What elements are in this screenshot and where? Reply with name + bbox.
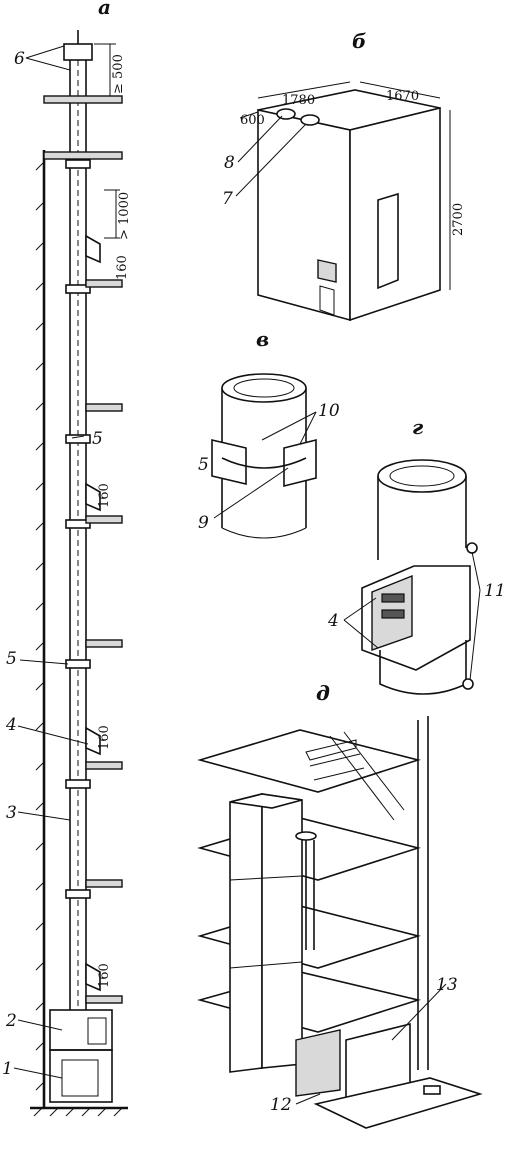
section-label-d: д <box>316 681 330 705</box>
loading-valves <box>85 234 101 992</box>
section-label-b: б <box>352 29 366 53</box>
leader-lines-a <box>13 45 89 1079</box>
callout-12: 12 <box>270 1095 292 1115</box>
dim-floor-gap-4: 160 <box>97 963 112 988</box>
deflector-cap <box>63 43 93 61</box>
ground-hatching <box>33 1107 123 1117</box>
section-g-loading-valve: г 11 4 <box>327 415 506 695</box>
dimension-lines-a <box>94 43 120 239</box>
dim-depth-1670: 1670 <box>386 89 419 104</box>
callout-4-valve-detail: 4 <box>327 611 339 631</box>
callout-1-room: 1 <box>2 1059 13 1079</box>
section-label-v: в <box>256 327 269 351</box>
dim-top-clearance: ≥ 500 <box>111 54 126 94</box>
dim-width-1780: 1780 <box>282 93 315 108</box>
section-label-a: а <box>98 0 111 19</box>
callout-5-collar: 5 <box>198 455 209 475</box>
callout-6: 6 <box>14 49 25 69</box>
callout-3-trunk: 3 <box>6 803 17 823</box>
dim-floor-gap-1: 160 <box>115 255 130 280</box>
callout-4-valve: 4 <box>5 715 17 735</box>
dim-floor-gap-2: 160 <box>97 483 112 508</box>
callout-11: 11 <box>484 581 506 601</box>
section-v-pipe-collar: в 10 5 9 <box>198 327 340 539</box>
section-b-volume-block: б 600 1780 1670 2700 8 7 <box>222 29 466 322</box>
callout-13: 13 <box>436 975 458 995</box>
collection-room <box>49 1049 113 1103</box>
section-a-elevation: а <box>2 0 132 1117</box>
callout-5-upper: 5 <box>92 429 103 449</box>
callout-2-bunker: 2 <box>5 1011 17 1031</box>
section-label-g: г <box>412 415 424 439</box>
callout-7: 7 <box>222 189 233 209</box>
dim-width-600: 600 <box>240 113 265 128</box>
wall-hatching <box>35 161 45 1091</box>
dim-hatch-clearance: > 1000 <box>117 192 132 240</box>
floor-slabs <box>43 95 123 1004</box>
callout-9: 9 <box>198 513 209 533</box>
section-d-building-cutaway: д 13 12 <box>196 681 483 1129</box>
dim-height-2700: 2700 <box>451 203 466 236</box>
callout-10: 10 <box>318 401 340 421</box>
callout-8: 8 <box>224 153 235 173</box>
dim-floor-gap-3: 160 <box>97 725 112 750</box>
callout-5-lower: 5 <box>6 649 17 669</box>
pipe-joints <box>65 159 91 899</box>
